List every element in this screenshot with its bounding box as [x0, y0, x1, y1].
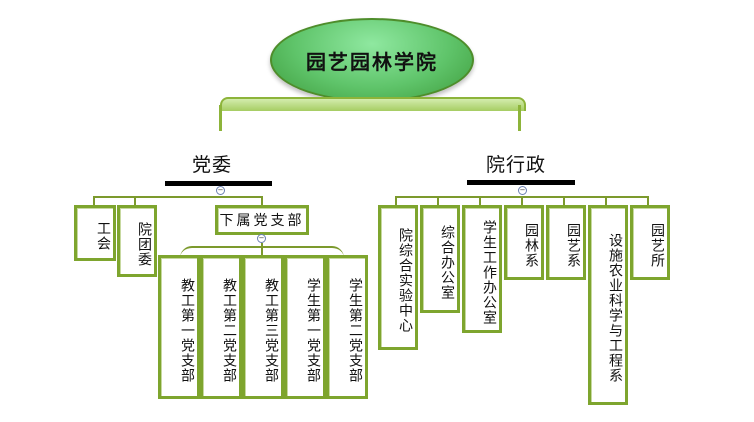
admin-connector-leg: [521, 196, 523, 206]
org-node-party-branches[interactable]: 下属党支部: [215, 205, 309, 235]
org-node-admin[interactable]: 综合办公室: [420, 205, 460, 313]
admin-connector-leg: [647, 196, 649, 206]
org-node-label: 下属党支部: [219, 213, 305, 229]
org-node-admin[interactable]: 园林系: [504, 205, 544, 280]
org-node-admin[interactable]: 园艺所: [630, 205, 670, 280]
org-node-union[interactable]: 工会: [74, 205, 116, 261]
admin-connector-leg: [437, 196, 439, 206]
org-node-youth-league[interactable]: 院团委: [117, 205, 157, 277]
org-node-label: 工会: [95, 221, 111, 251]
party-heading-underline: [165, 181, 272, 186]
org-node-admin[interactable]: 学生工作办公室: [462, 205, 502, 333]
org-node-label: 学生工作办公室: [481, 219, 497, 325]
root-connector-right: [518, 105, 521, 131]
org-node-label: 园艺所: [649, 223, 665, 268]
org-node-label: 院综合实验中心: [397, 228, 413, 333]
org-node-branch[interactable]: 教工第二党支部: [200, 255, 242, 399]
org-node-label: 教工第三党支部: [263, 277, 279, 383]
org-node-label: 设施农业科学与工程系: [607, 233, 623, 383]
org-node-admin[interactable]: 院综合实验中心: [378, 205, 418, 350]
org-node-branch[interactable]: 学生第二党支部: [326, 255, 368, 399]
branches-collapse-icon[interactable]: −: [257, 234, 266, 243]
admin-connector-leg: [563, 196, 565, 206]
party-connector-leg: [134, 196, 136, 206]
org-node-admin[interactable]: 设施农业科学与工程系: [588, 205, 628, 405]
admin-connector-leg: [605, 196, 607, 206]
org-node-label: 教工第一党支部: [179, 277, 195, 383]
org-node-label: 教工第二党支部: [221, 277, 237, 383]
org-node-label: 园林系: [523, 223, 539, 268]
root-node[interactable]: 园艺园林学院: [270, 18, 474, 102]
admin-collapse-icon[interactable]: −: [518, 186, 527, 195]
org-node-label: 综合办公室: [439, 224, 455, 300]
branches-connector-stem: [261, 243, 263, 256]
org-node-admin[interactable]: 园艺系: [546, 205, 586, 280]
admin-heading: 院行政: [486, 154, 547, 176]
party-connector: [93, 196, 263, 208]
root-label: 园艺园林学院: [306, 49, 438, 74]
org-node-label: 学生第二党支部: [347, 277, 363, 383]
party-collapse-icon[interactable]: −: [216, 186, 225, 195]
org-node-branch[interactable]: 教工第三党支部: [242, 255, 284, 399]
party-heading: 党委: [192, 154, 233, 176]
org-node-label: 院团委: [136, 221, 152, 267]
admin-connector-leg: [479, 196, 481, 206]
root-connector: [220, 97, 526, 111]
admin-connector-leg: [395, 196, 397, 206]
party-connector-leg: [93, 196, 95, 206]
party-connector-leg: [261, 196, 263, 206]
admin-heading-underline: [467, 180, 575, 185]
org-node-label: 学生第一党支部: [305, 277, 321, 383]
org-node-branch[interactable]: 学生第一党支部: [284, 255, 326, 399]
org-node-branch[interactable]: 教工第一党支部: [158, 255, 200, 399]
root-connector-left: [219, 105, 222, 131]
org-node-label: 园艺系: [565, 223, 581, 268]
